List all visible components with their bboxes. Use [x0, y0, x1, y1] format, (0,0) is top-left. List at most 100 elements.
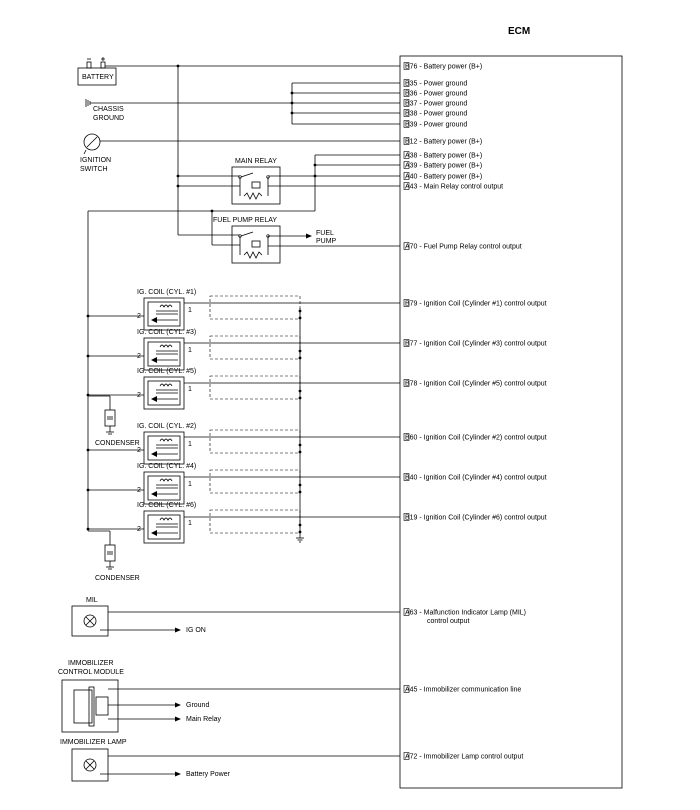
- mil-lamp: [71, 605, 109, 637]
- ecm-pin-b12: B12 - Battery power (B+): [403, 137, 482, 146]
- ig-on-label: IG ON: [186, 627, 206, 634]
- ig-coil-2: IG. COIL (CYL. #3) 2 1: [86, 329, 400, 371]
- ecm-pin-b38: B38 - Power ground: [403, 109, 467, 118]
- ig-coil-1: IG. COIL (CYL. #1) 2 1: [86, 289, 400, 331]
- condenser-2: [104, 544, 116, 570]
- immobilizer-lamp-label: IMMOBILIZER LAMP: [60, 739, 127, 746]
- ecm-box: [399, 55, 623, 789]
- main-relay: [231, 166, 281, 205]
- ig-coil-label: IG. COIL (CYL. #3): [137, 329, 196, 336]
- ignition-switch: IGNITION SWITCH: [80, 133, 111, 173]
- ecm-pin-a40: A40 - Battery power (B+): [403, 172, 482, 181]
- fuel-pump-label-1: FUEL: [316, 230, 334, 237]
- ig-coil-label: IG. COIL (CYL. #5): [137, 368, 196, 375]
- ecm-pin-b60: B60 - Ignition Coil (Cylinder #2) contro…: [403, 433, 547, 442]
- ecm-pin-label: B12 - Battery power (B+): [405, 139, 482, 146]
- ground-label: Ground: [186, 702, 209, 709]
- main-relay-label: MAIN RELAY: [235, 158, 277, 165]
- ecm-pin-label: B35 - Power ground: [405, 81, 467, 88]
- condenser-2-label: CONDENSER: [95, 575, 140, 582]
- coil-pin-2: 2: [137, 526, 141, 533]
- ig-coil-6: IG. COIL (CYL. #6) 2 1: [86, 502, 400, 544]
- ecm-pin-label: A72 - Immobilizer Lamp control output: [405, 754, 523, 761]
- ecm-pin-a45: A45 - Immobilizer communication line: [403, 685, 521, 694]
- ecm-pin-b40: B40 - Ignition Coil (Cylinder #4) contro…: [403, 473, 547, 482]
- ignition-switch-label-1: IGNITION: [80, 157, 111, 164]
- ecm-pin-label: B60 - Ignition Coil (Cylinder #2) contro…: [405, 435, 547, 442]
- ecm-pin-a43: A43 - Main Relay control output: [403, 182, 503, 191]
- coil-pin-2: 2: [137, 353, 141, 360]
- mil-label: MIL: [86, 597, 98, 604]
- ecm-pin-b35: B35 - Power ground: [403, 79, 467, 88]
- ecm-pin-label: A70 - Fuel Pump Relay control output: [405, 244, 522, 251]
- ecm-pin-label: A45 - Immobilizer communication line: [405, 687, 521, 694]
- coil-pin-2: 2: [137, 392, 141, 399]
- ecm-pin-b79: B79 - Ignition Coil (Cylinder #1) contro…: [403, 299, 547, 308]
- ignition-switch-label-2: SWITCH: [80, 166, 108, 173]
- ecm-pin-label: A43 - Main Relay control output: [405, 184, 503, 191]
- ecm-pin-label-line2: control output: [427, 618, 469, 625]
- ecm-pin-label: B38 - Power ground: [405, 111, 467, 118]
- ecm-pin-label: B78 - Ignition Coil (Cylinder #5) contro…: [405, 381, 547, 388]
- ecm-pin-a39: A39 - Battery power (B+): [403, 161, 482, 170]
- ecm-pin-b77: B77 - Ignition Coil (Cylinder #3) contro…: [403, 339, 547, 348]
- fuel-pump-relay: [231, 225, 281, 264]
- ecm-pin-label: B39 - Power ground: [405, 122, 467, 129]
- coil-pin-2: 2: [137, 313, 141, 320]
- immobilizer-lamp: [71, 748, 109, 782]
- ecm-pin-label: B36 - Power ground: [405, 91, 467, 98]
- ig-coil-3: IG. COIL (CYL. #5) 2 1: [86, 368, 400, 410]
- ig-coil-4: IG. COIL (CYL. #2) 2 1: [86, 423, 400, 465]
- ecm-pin-a63: A63 - Malfunction Indicator Lamp (MIL)co…: [403, 608, 526, 625]
- ecm-pin-b39: B39 - Power ground: [403, 120, 467, 129]
- main-relay-out-label: Main Relay: [186, 716, 222, 723]
- coil-pin-2: 2: [137, 487, 141, 494]
- ecm-pin-label: B37 - Power ground: [405, 101, 467, 108]
- immobilizer-module-label-2: CONTROL MODULE: [58, 669, 124, 676]
- ecm-pin-label: B40 - Ignition Coil (Cylinder #4) contro…: [405, 475, 547, 482]
- immobilizer-control-module: [61, 679, 119, 733]
- condenser-1: [104, 409, 116, 435]
- ecm-pin-label: B19 - Ignition Coil (Cylinder #6) contro…: [405, 515, 547, 522]
- chassis-ground: CHASSIS GROUND: [85, 99, 124, 122]
- chassis-ground-label-1: CHASSIS: [93, 106, 124, 113]
- ecm-pin-a72: A72 - Immobilizer Lamp control output: [403, 752, 523, 761]
- fuel-pump-relay-label: FUEL PUMP RELAY: [213, 217, 277, 224]
- coil-pin-1: 1: [188, 520, 192, 527]
- condenser-1-label: CONDENSER: [95, 440, 140, 447]
- fuel-pump-label-2: PUMP: [316, 238, 337, 245]
- ecm-pin-label: A40 - Battery power (B+): [405, 174, 482, 181]
- ecm-pin-b19: B19 - Ignition Coil (Cylinder #6) contro…: [403, 513, 547, 522]
- coil-pin-1: 1: [188, 347, 192, 354]
- coil-pin-1: 1: [188, 441, 192, 448]
- ecm-title: ECM: [508, 26, 530, 37]
- battery-power-label: Battery Power: [186, 771, 231, 778]
- ig-coil-label: IG. COIL (CYL. #4): [137, 463, 196, 470]
- ecm-pin-label: A63 - Malfunction Indicator Lamp (MIL): [405, 610, 526, 617]
- ecm-pin-label: B77 - Ignition Coil (Cylinder #3) contro…: [405, 341, 547, 348]
- ecm-pin-a38: A38 - Battery power (B+): [403, 151, 482, 160]
- battery-label: BATTERY: [82, 74, 114, 81]
- coil-pin-1: 1: [188, 307, 192, 314]
- battery: BATTERY: [77, 57, 117, 86]
- ecm-pin-b78: B78 - Ignition Coil (Cylinder #5) contro…: [403, 379, 547, 388]
- ecm-pin-label: A38 - Battery power (B+): [405, 153, 482, 160]
- ecm-pin-b36: B36 - Power ground: [403, 89, 467, 98]
- ecm-pin-label: B76 - Battery power (B+): [405, 64, 482, 71]
- coil-pin-1: 1: [188, 481, 192, 488]
- ecm-pin-b76: B76 - Battery power (B+): [403, 62, 482, 71]
- ecm-pin-b37: B37 - Power ground: [403, 99, 467, 108]
- ig-coil-label: IG. COIL (CYL. #6): [137, 502, 196, 509]
- coil-pin-2: 2: [137, 447, 141, 454]
- ig-coil-label: IG. COIL (CYL. #1): [137, 289, 196, 296]
- coil-pin-1: 1: [188, 386, 192, 393]
- chassis-ground-label-2: GROUND: [93, 115, 124, 122]
- ecm-pin-label: A39 - Battery power (B+): [405, 163, 482, 170]
- ecm-pins: B76 - Battery power (B+) B35 - Power grou…: [403, 62, 547, 761]
- ecm-pin-a70: A70 - Fuel Pump Relay control output: [403, 242, 522, 251]
- immobilizer-module-label-1: IMMOBILIZER: [68, 660, 114, 667]
- ig-coil-5: IG. COIL (CYL. #4) 2 1: [86, 463, 400, 505]
- ig-coil-label: IG. COIL (CYL. #2): [137, 423, 196, 430]
